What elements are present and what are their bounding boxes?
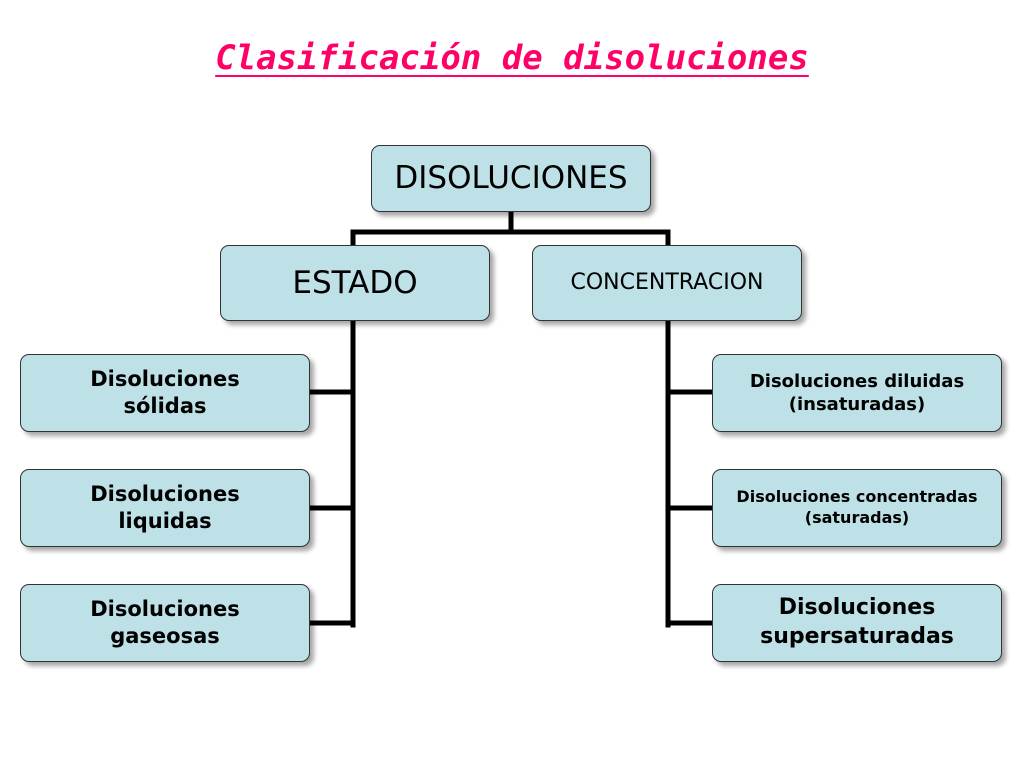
- node-disoluciones-diluidas: Disoluciones diluidas (insaturadas): [712, 354, 1002, 432]
- page-title: Clasificación de disoluciones: [215, 38, 809, 78]
- node-disoluciones: DISOLUCIONES: [371, 145, 651, 212]
- node-disoluciones-concentradas: Disoluciones concentradas (saturadas): [712, 469, 1002, 547]
- node-estado: ESTADO: [220, 245, 490, 321]
- node-disoluciones-gaseosas: Disoluciones gaseosas: [20, 584, 310, 662]
- node-concentracion: CONCENTRACION: [532, 245, 802, 321]
- node-disoluciones-supersaturadas: Disoluciones supersaturadas: [712, 584, 1002, 662]
- node-disoluciones-solidas: Disoluciones sólidas: [20, 354, 310, 432]
- node-disoluciones-liquidas: Disoluciones liquidas: [20, 469, 310, 547]
